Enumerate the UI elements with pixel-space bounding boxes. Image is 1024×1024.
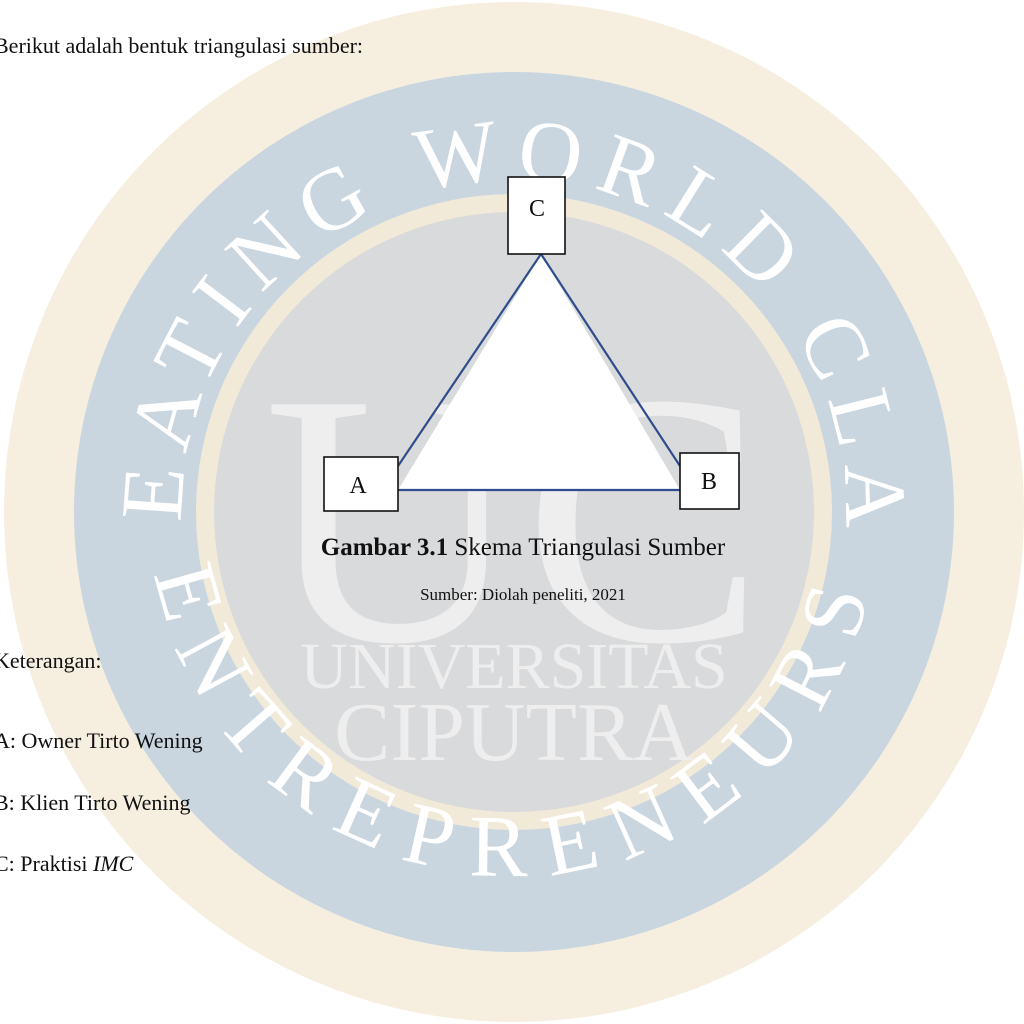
node-c-label: C [529, 196, 545, 222]
node-a-label: A [349, 473, 367, 499]
legend-heading: Keterangan: [0, 648, 102, 673]
figure-caption: Gambar 3.1 Skema Triangulasi Sumber [258, 534, 788, 562]
legend-item-c-text: C: Praktisi [0, 851, 94, 876]
node-c: C [507, 176, 566, 255]
node-a: A [323, 456, 399, 512]
figure-source: Sumber: Diolah peneliti, 2021 [420, 585, 626, 604]
triangle-fill [398, 254, 680, 490]
seal-university-text: UNIVERSITAS [300, 630, 727, 703]
node-b: B [679, 452, 740, 510]
legend-item-c: C: Praktisi IMC [0, 853, 133, 875]
node-b-label: B [701, 469, 717, 495]
legend-item-b: B: Klien Tirto Wening [0, 790, 191, 815]
intro-sentence: Berikut adalah bentuk triangulasi sumber… [0, 33, 364, 58]
seal-name-text: CIPUTRA [334, 686, 694, 779]
figure-number: Gambar 3.1 [320, 534, 449, 561]
edge-c-a [397, 253, 542, 467]
legend-item-c-italic: IMC [93, 851, 134, 876]
figure-title: Skema Triangulasi Sumber [454, 534, 726, 561]
edge-c-b [540, 253, 681, 467]
seal-inner-disc [214, 212, 814, 812]
legend-item-a: A: Owner Tirto Wening [0, 728, 203, 753]
